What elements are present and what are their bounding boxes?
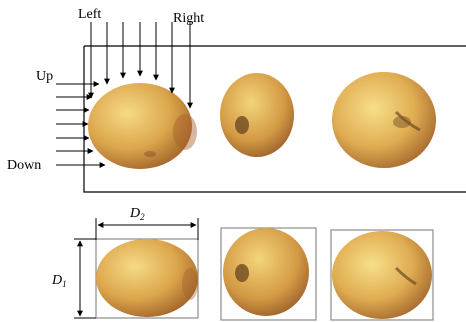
label-d2: D2: [129, 206, 145, 222]
pear-fruit-1-boxed: [96, 239, 198, 318]
bottom-fruit-row: [96, 228, 433, 320]
label-left: Left: [78, 7, 101, 22]
pear-fruit-2: [220, 73, 294, 157]
pear-fruit-1: [88, 83, 197, 169]
label-up: Up: [36, 69, 53, 84]
pear-fruit-3: [332, 72, 436, 168]
dimension-d2: [96, 218, 198, 240]
label-down: Down: [7, 158, 41, 173]
pear-fruit-2-boxed: [221, 228, 316, 320]
dimension-d1: [74, 239, 96, 318]
pear-fruit-3-boxed: [331, 230, 433, 320]
label-d1: D1: [51, 273, 67, 289]
top-fruit-row: [88, 72, 436, 169]
label-right: Right: [173, 11, 204, 26]
